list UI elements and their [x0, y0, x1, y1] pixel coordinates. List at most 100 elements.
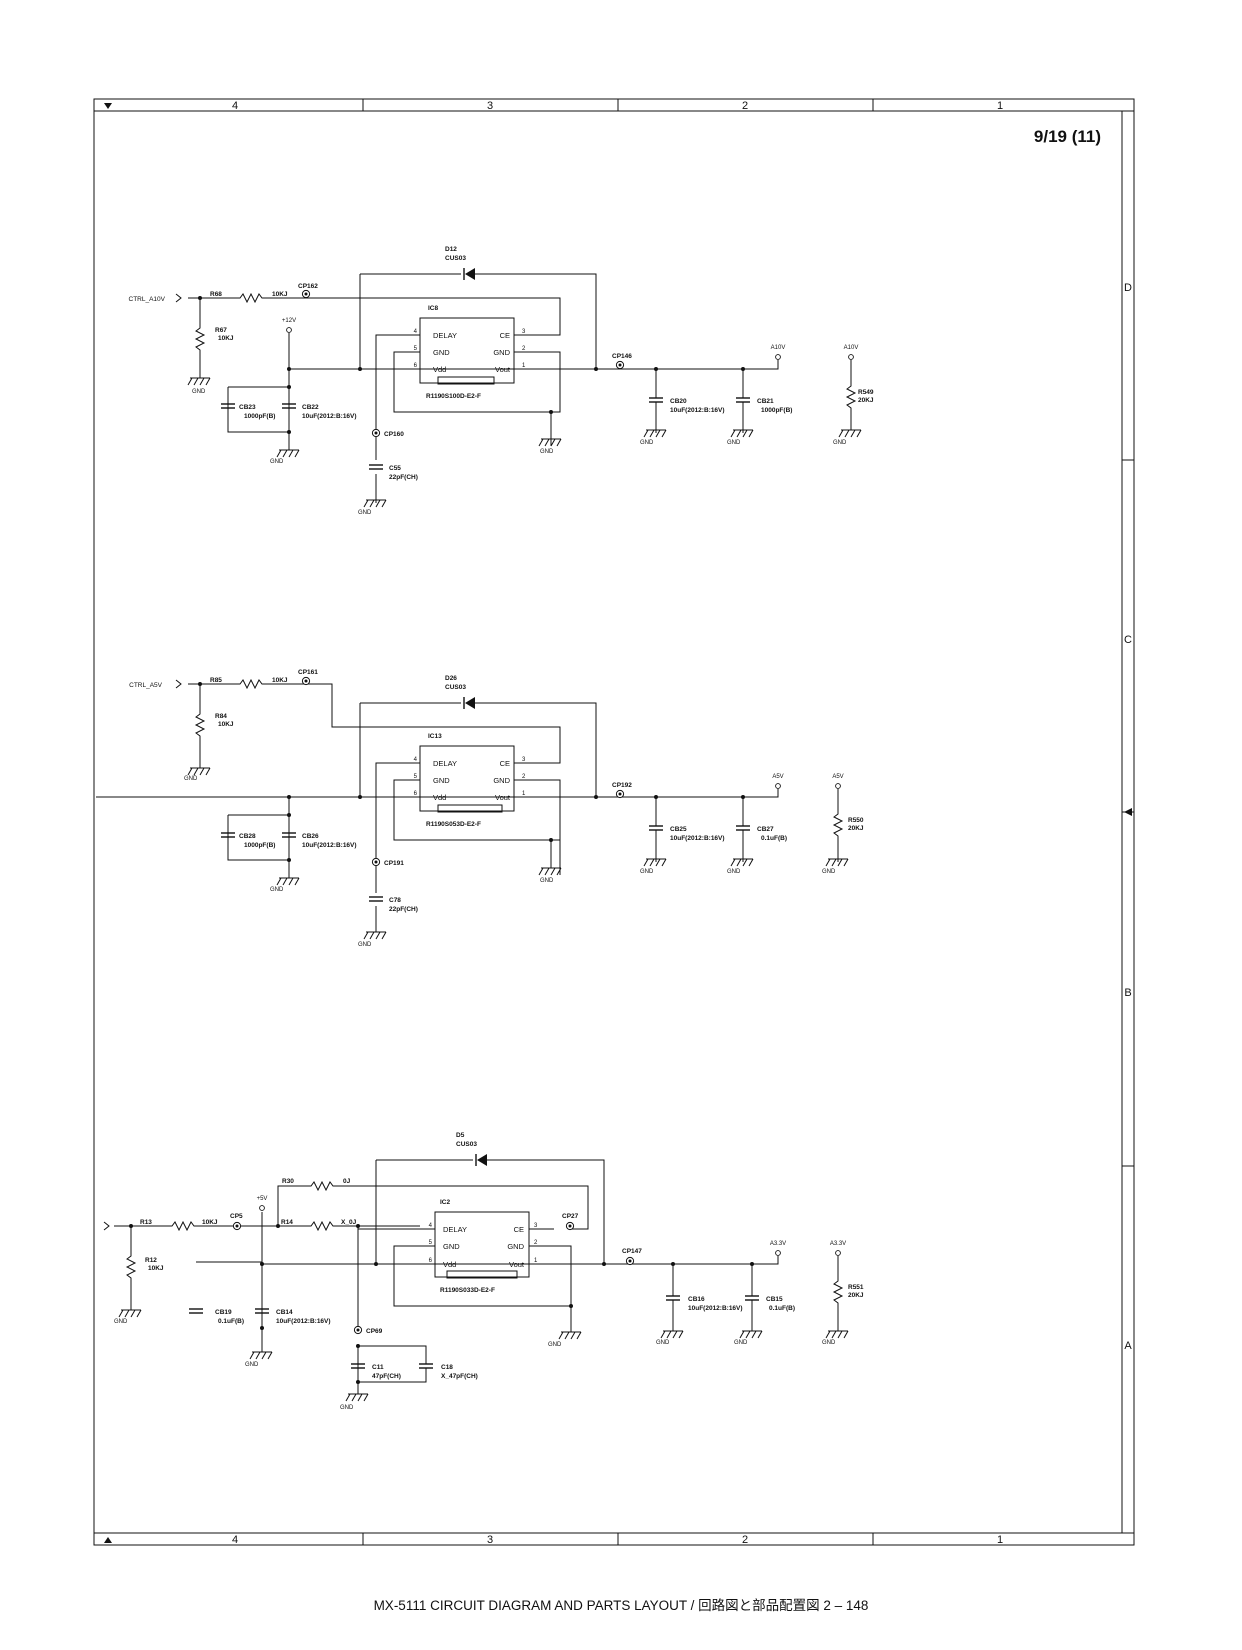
- ground-icon: [643, 852, 667, 867]
- resistor-icon: [833, 1274, 843, 1310]
- regulator-circuit-a3-3v: R13 10KJ CP5 +5V R30 0J R14 X_0J R12 10K…: [103, 1132, 864, 1411]
- ground-icon: [249, 1345, 273, 1360]
- component-ref: CB21: [757, 398, 774, 405]
- column-label: 2: [742, 1534, 748, 1546]
- pin-label: Vdd: [433, 365, 446, 374]
- net-label: A10V: [844, 345, 859, 351]
- test-point-label: CP192: [612, 782, 632, 789]
- net-label: CTRL_A10V: [129, 296, 166, 303]
- ground-icon: [187, 761, 211, 776]
- net-label: A3.3V: [770, 1241, 786, 1247]
- ground-icon: [558, 1325, 582, 1340]
- pin-number: 5: [429, 1240, 433, 1246]
- power-output-icon: [835, 1250, 841, 1256]
- test-point-label: CP147: [622, 1248, 642, 1255]
- component-value: 47pF(CH): [372, 1373, 401, 1380]
- test-point-label: CP161: [298, 669, 318, 676]
- component-value: 1000pF(B): [244, 413, 275, 420]
- ic-notch: [437, 376, 495, 385]
- resistor-icon: [195, 707, 205, 743]
- component-value: 10KJ: [202, 1219, 218, 1226]
- capacitor-icon: [735, 397, 751, 403]
- pin-number: 3: [534, 1223, 538, 1229]
- pin-label: Vout: [509, 1260, 525, 1269]
- pin-number: 1: [522, 791, 526, 797]
- component-ref: CB14: [276, 1309, 293, 1316]
- page-title: 9/19 (11): [1034, 127, 1101, 146]
- component-value: X_47pF(CH): [441, 1373, 478, 1380]
- column-labels-bottom: 4 3 2 1: [232, 1534, 1003, 1546]
- wires: [188, 273, 852, 503]
- pin-label: GND: [493, 776, 510, 785]
- net-label: A5V: [832, 774, 843, 780]
- component-ref: R85: [210, 677, 222, 684]
- pin-number: 2: [534, 1240, 538, 1246]
- component-value: 1000pF(B): [761, 407, 792, 414]
- pin-number: 2: [522, 346, 526, 352]
- component-ref: D12: [445, 246, 457, 253]
- ground-icon: [660, 1324, 684, 1339]
- drawing-frame: [93, 98, 1135, 1546]
- component-ref: CB26: [302, 833, 319, 840]
- ic-ref: IC8: [428, 305, 439, 312]
- power-output-icon: [775, 1250, 781, 1256]
- component-ref: CB15: [766, 1296, 783, 1303]
- pin-label: CE: [514, 1225, 524, 1234]
- resistor-icon: [195, 321, 205, 357]
- component-value: 20KJ: [848, 1292, 864, 1299]
- ic-part: R1190S033D-E2-F: [440, 1287, 495, 1294]
- pin-label: GND: [443, 1242, 460, 1251]
- junction-dots: [198, 296, 745, 434]
- component-value: 22pF(CH): [389, 906, 418, 913]
- capacitor-icon: [368, 896, 384, 902]
- ground-label: GND: [822, 1340, 836, 1346]
- ground-label: GND: [540, 878, 554, 884]
- component-ref: CB28: [239, 833, 256, 840]
- capacitor-icon: [735, 825, 751, 831]
- ground-icon: [739, 1324, 763, 1339]
- regulator-circuit-a10v: CTRL_A10V R68 10KJ CP162 R67 10KJ GND +1…: [129, 246, 874, 516]
- pin-number: 6: [429, 1258, 433, 1264]
- component-value: 10KJ: [148, 1265, 164, 1272]
- ground-icon: [276, 871, 300, 886]
- power-supply-icon: [286, 327, 292, 333]
- pin-label: GND: [433, 348, 450, 357]
- power-supply-icon: [259, 1205, 265, 1211]
- pin-label: GND: [493, 348, 510, 357]
- component-value: 0J: [343, 1178, 351, 1185]
- capacitor-icon: [665, 1295, 681, 1301]
- power-output-icon: [835, 783, 841, 789]
- pin-label: Vdd: [443, 1260, 456, 1269]
- component-value: 10uF(2012:B:16V): [688, 1305, 743, 1312]
- junction-dots: [198, 682, 745, 862]
- resistor-icon: [126, 1249, 136, 1285]
- resistor-icon: [833, 807, 843, 843]
- net-label: A10V: [771, 345, 786, 351]
- ground-label: GND: [727, 440, 741, 446]
- pin-label: GND: [507, 1242, 524, 1251]
- net-label: CTRL_A5V: [129, 682, 163, 689]
- component-value: 10KJ: [218, 335, 234, 342]
- component-ref: R550: [848, 817, 864, 824]
- ic-notch: [446, 1270, 518, 1279]
- ground-icon: [538, 861, 562, 876]
- frame-arrow-down-icon: [104, 103, 112, 109]
- pin-number: 4: [429, 1223, 433, 1229]
- component-ref: R67: [215, 327, 227, 334]
- test-point-icon: [353, 1325, 363, 1335]
- pin-number: 1: [522, 363, 526, 369]
- row-label: C: [1124, 634, 1132, 646]
- component-value: 0.1uF(B): [761, 835, 787, 842]
- ground-label: GND: [640, 869, 654, 875]
- component-ref: CB19: [215, 1309, 232, 1316]
- component-ref: C55: [389, 465, 401, 472]
- component-ref: R30: [282, 1178, 294, 1185]
- row-label: D: [1124, 282, 1132, 294]
- diode-icon: [463, 696, 476, 710]
- ground-icon: [730, 852, 754, 867]
- test-point-label: CP146: [612, 353, 632, 360]
- ground-icon: [187, 371, 211, 386]
- capacitor-icon: [648, 825, 664, 831]
- test-point-icon: [371, 857, 381, 867]
- ground-label: GND: [270, 459, 284, 465]
